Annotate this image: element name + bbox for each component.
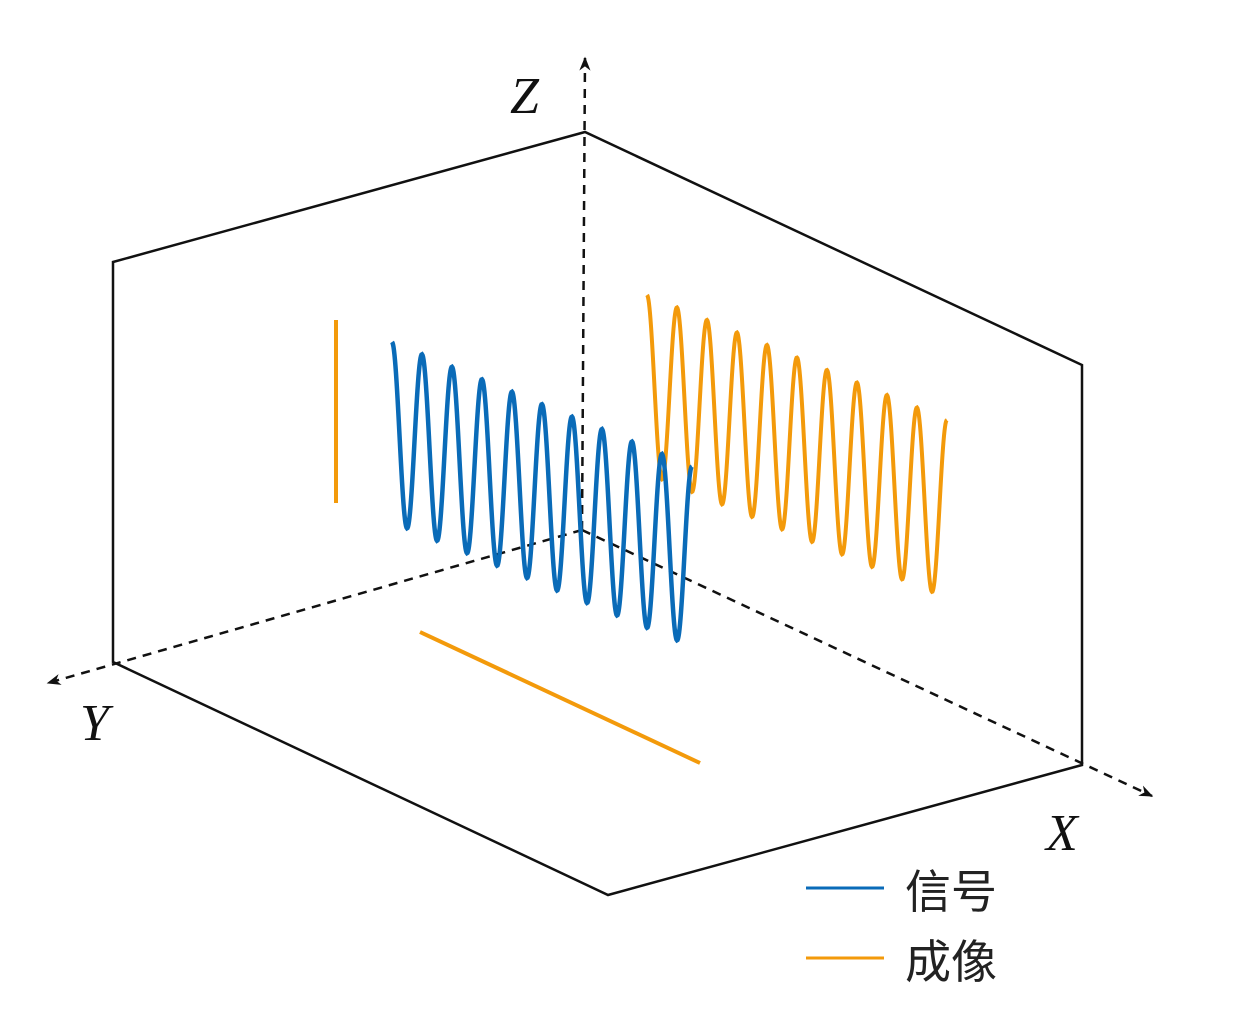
x-axis — [581, 528, 1154, 798]
y-axis — [46, 528, 583, 685]
x-axis-label: X — [1044, 805, 1080, 862]
signal-wave — [390, 340, 694, 644]
box-frame — [111, 130, 1084, 897]
legend: 信号 成像 — [806, 865, 997, 989]
legend-label-signal: 信号 — [905, 865, 997, 919]
legend-label-imaging: 成像 — [905, 935, 997, 989]
z-axis — [579, 56, 591, 531]
y-axis-label: Y — [80, 695, 114, 752]
z-axis-label: Z — [510, 68, 540, 125]
imaging-projection-xy — [419, 630, 701, 765]
imaging-projection-xz-wave — [645, 293, 949, 595]
